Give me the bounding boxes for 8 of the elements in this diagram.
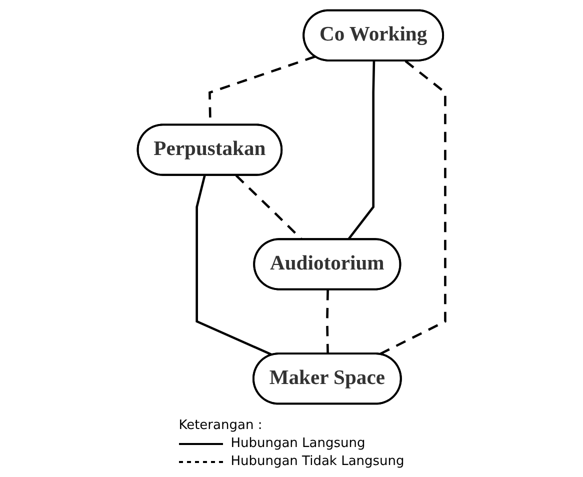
connector [196, 175, 274, 356]
connector [326, 290, 329, 354]
legend-title: Keterangan : [178, 418, 264, 433]
connector [347, 61, 376, 240]
connector [235, 174, 303, 241]
legend-text: Hubungan Langsung [230, 436, 366, 451]
legend-text: Hubungan Tidak Langsung [230, 454, 404, 469]
connector [378, 60, 446, 356]
